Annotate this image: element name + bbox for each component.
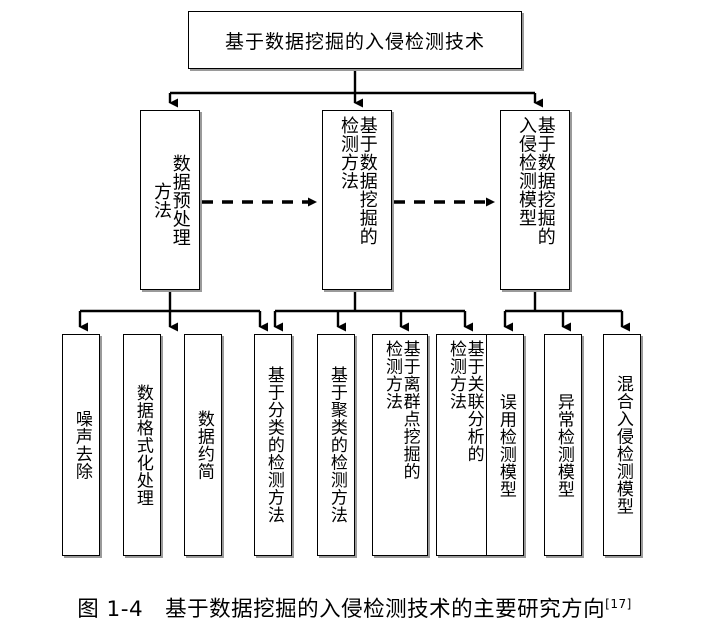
leaf-node-hybrid-model[interactable]: 混合入侵检测模型 [603, 334, 641, 556]
leaf-label-primary: 数据格式化处理 [132, 383, 153, 507]
caption-prefix: 图 1-4 [77, 597, 144, 622]
leaf-node-data-format[interactable]: 数据格式化处理 [123, 334, 161, 556]
branch-label-secondary: 检测方法 [338, 116, 359, 190]
leaf-label-primary: 数据约简 [193, 410, 214, 480]
leaf-label-primary: 基于聚类的检测方法 [326, 366, 347, 524]
leaf-label-primary: 混合入侵检测模型 [612, 375, 633, 515]
leaf-node-outlier-mining[interactable]: 基于离群点挖掘的 检测方法 [372, 334, 428, 556]
leaf-label-secondary: 检测方法 [382, 340, 402, 410]
branch-node-detection-method[interactable]: 基于数据挖掘的 检测方法 [322, 110, 392, 290]
leaf-node-noise-removal[interactable]: 噪声去除 [62, 334, 100, 556]
caption-reference: [17] [605, 596, 632, 611]
caption-text: 基于数据挖掘的入侵检测技术的主要研究方向 [165, 597, 606, 622]
branch-label-primary: 基于数据挖掘的 [356, 116, 378, 246]
leaf-label-primary: 基于关联分析的 [463, 340, 484, 463]
leaf-label-primary: 异常检测模型 [553, 392, 574, 498]
branch-label-primary: 数据预处理 [169, 153, 191, 247]
leaf-label-primary: 误用检测模型 [495, 392, 516, 498]
leaf-label-secondary: 检测方法 [446, 340, 466, 410]
branch-node-preprocess[interactable]: 数据预处理 方法 [140, 110, 200, 290]
leaf-node-misuse-model[interactable]: 误用检测模型 [486, 334, 524, 556]
branch-label-primary: 基于数据挖掘的 [534, 116, 556, 246]
leaf-node-clustering[interactable]: 基于聚类的检测方法 [317, 334, 355, 556]
branch-label-secondary: 入侵检测模型 [516, 116, 537, 227]
leaf-label-primary: 基于离群点挖掘的 [399, 340, 420, 480]
leaf-node-anomaly-model[interactable]: 异常检测模型 [544, 334, 582, 556]
leaf-node-data-reduction[interactable]: 数据约简 [184, 334, 222, 556]
branch-label-secondary: 方法 [151, 181, 172, 219]
root-node[interactable]: 基于数据挖掘的入侵检测技术 [188, 11, 522, 69]
leaf-label-primary: 基于分类的检测方法 [263, 366, 284, 524]
figure-caption: 图 1-4 基于数据挖掘的入侵检测技术的主要研究方向[17] [0, 592, 709, 623]
branch-node-detection-model[interactable]: 基于数据挖掘的 入侵检测模型 [500, 110, 570, 290]
leaf-node-classification[interactable]: 基于分类的检测方法 [254, 334, 292, 556]
root-node-label: 基于数据挖掘的入侵检测技术 [224, 30, 485, 53]
leaf-node-association-analysis[interactable]: 基于关联分析的 检测方法 [436, 334, 492, 556]
leaf-label-primary: 噪声去除 [71, 410, 92, 480]
